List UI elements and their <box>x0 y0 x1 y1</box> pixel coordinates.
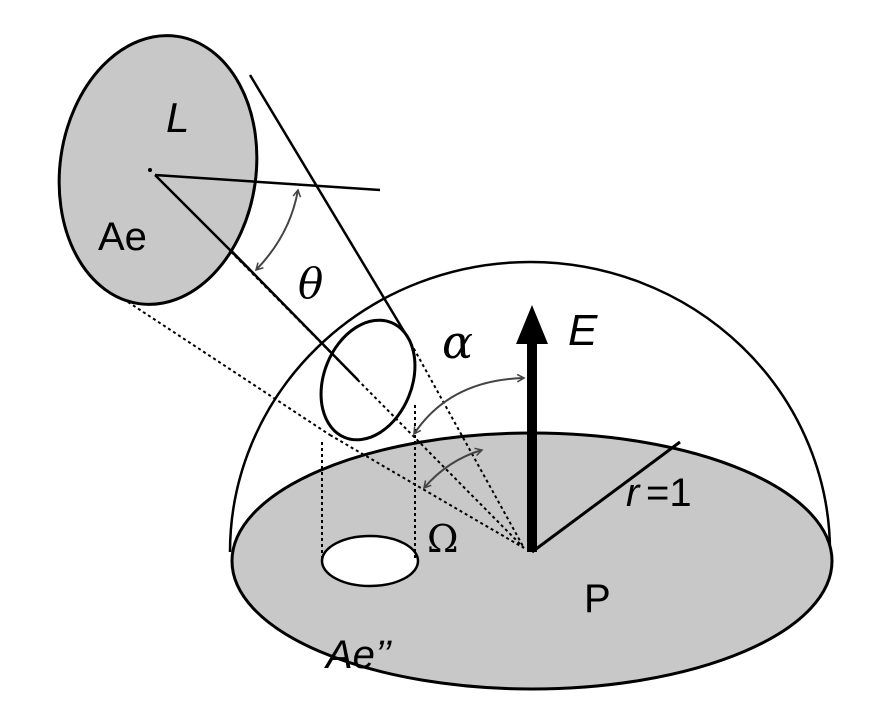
theta-label: θ <box>298 259 323 308</box>
ray-upper <box>407 337 525 549</box>
projected-area-label: Ae’’ <box>324 633 392 677</box>
cylinder-edge-bottom <box>127 301 331 436</box>
illuminance-label: E <box>568 306 598 355</box>
intercept-ellipse <box>319 318 417 442</box>
cylinder-edge-top <box>248 74 410 339</box>
surface-normal <box>154 173 381 192</box>
illuminance-arrow-head <box>516 305 548 344</box>
omega-arc <box>424 450 482 488</box>
radius-value-label: =1 <box>646 471 692 515</box>
radius-line <box>531 440 681 554</box>
radius-label: r <box>626 471 641 515</box>
alpha-arc <box>414 378 524 434</box>
source-axis-on-disk <box>154 174 251 271</box>
solid-angle-label: Ω <box>427 517 459 561</box>
source-center-dot <box>148 168 152 172</box>
source-area-label: Ae <box>98 215 147 259</box>
theta-arc <box>256 190 298 270</box>
hemisphere-dome <box>228 260 832 553</box>
projected-area-ellipse <box>320 534 420 588</box>
luminance-label: L <box>166 94 189 141</box>
point-label: P <box>584 577 611 621</box>
ray-lower <box>329 434 525 549</box>
alpha-label: α <box>442 315 473 369</box>
source-disk <box>57 34 259 306</box>
